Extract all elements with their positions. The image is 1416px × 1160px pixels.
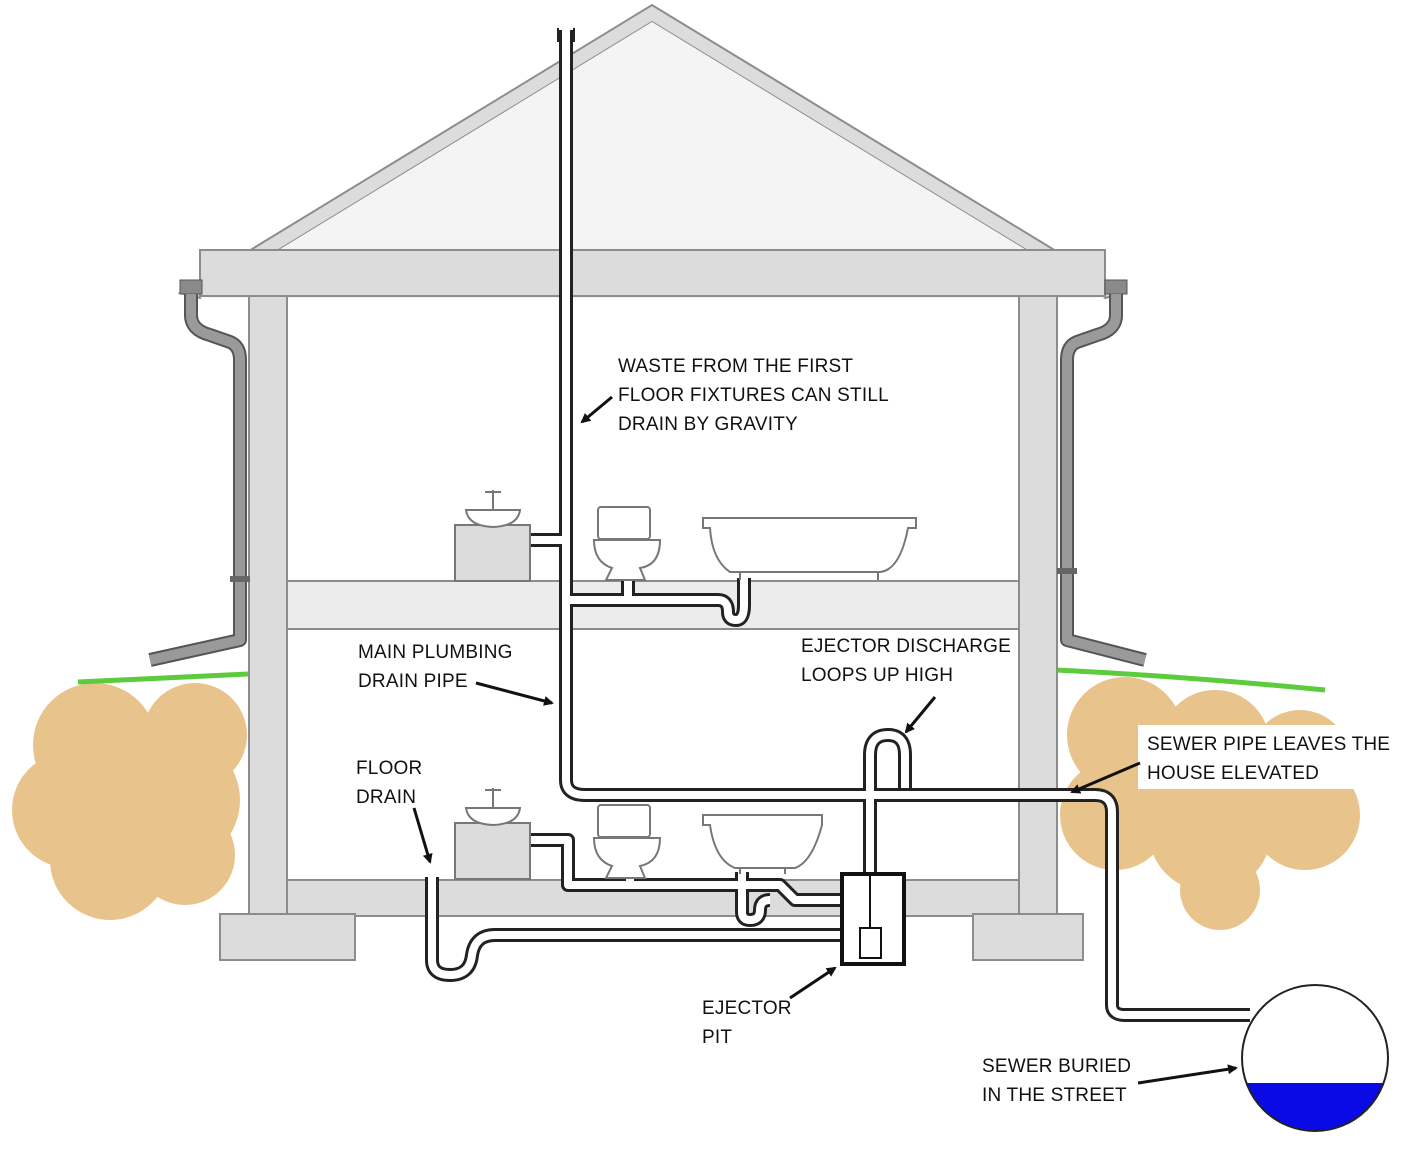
basement-tub [702, 814, 823, 874]
right-downspout [1057, 279, 1147, 667]
label-line: HOUSE ELEVATED [1147, 763, 1320, 784]
label-line: DRAIN BY GRAVITY [618, 414, 798, 435]
grass-left [77, 671, 249, 685]
label-ejector-discharge: EJECTOR DISCHARGE LOOPS UP HIGH [801, 632, 1011, 690]
label-line: DRAIN PIPE [358, 671, 468, 692]
arrow-sewer-pipe [1070, 761, 1141, 794]
label-floor-drain: FLOOR DRAIN [356, 754, 422, 812]
label-line: FLOOR FIXTURES CAN STILL [618, 385, 889, 406]
label-line: SEWER BURIED [982, 1056, 1132, 1077]
upstairs-tub [702, 517, 917, 580]
ejector-pit [840, 872, 906, 966]
arrow-waste [580, 395, 613, 424]
label-sewer-pipe-leaves: SEWER PIPE LEAVES THE HOUSE ELEVATED [1147, 730, 1390, 788]
label-line: DRAIN [356, 787, 417, 808]
sewer-water [1242, 1083, 1388, 1131]
arrow-ejector-discharge [904, 696, 937, 734]
street-sewer [1241, 984, 1389, 1132]
left-footing [219, 913, 356, 961]
label-sewer-street: SEWER BURIED IN THE STREET [982, 1052, 1131, 1110]
arrow-floor-drain [412, 807, 433, 864]
label-main-drain: MAIN PLUMBING DRAIN PIPE [358, 638, 513, 696]
label-line: FLOOR [356, 758, 423, 779]
label-ejector-pit: EJECTOR PIT [702, 994, 792, 1052]
left-downspout [148, 279, 250, 667]
basement-toilet [592, 804, 662, 879]
label-line: SEWER PIPE LEAVES THE [1147, 734, 1391, 755]
label-backdrop [1138, 725, 1396, 789]
label-line: LOOPS UP HIGH [801, 665, 954, 686]
label-waste-first-floor: WASTE FROM THE FIRST FLOOR FIXTURES CAN … [618, 352, 889, 439]
right-wall [1018, 295, 1058, 917]
left-wall [248, 295, 288, 917]
label-line: PIT [702, 1027, 733, 1048]
basement-sink [454, 788, 531, 880]
arrow-sewer-street [1137, 1064, 1238, 1085]
soil-left [12, 683, 247, 920]
label-line: EJECTOR DISCHARGE [801, 636, 1011, 657]
label-line: IN THE STREET [982, 1085, 1127, 1106]
arrow-main-drain [475, 681, 554, 706]
arrow-ejector-pit [789, 966, 837, 1000]
callout-arrows [412, 395, 1238, 1085]
upstairs-sink [454, 490, 531, 582]
label-line: WASTE FROM THE FIRST [618, 356, 854, 377]
label-line: EJECTOR [702, 998, 792, 1019]
roof [177, 3, 1128, 300]
vent-cap [557, 28, 575, 42]
upstairs-toilet [592, 506, 662, 581]
label-line: MAIN PLUMBING [358, 642, 513, 663]
grass-right [1055, 667, 1326, 693]
right-footing [972, 913, 1084, 961]
